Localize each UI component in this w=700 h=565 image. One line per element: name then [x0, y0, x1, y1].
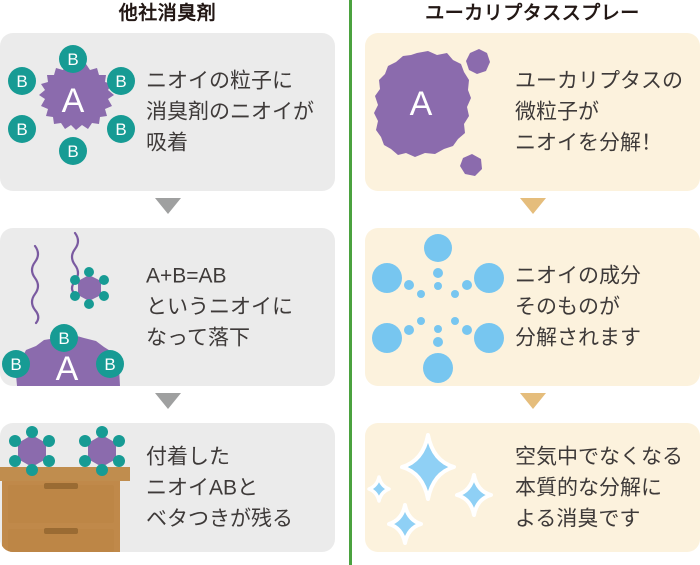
sparkle-large [400, 433, 456, 501]
blob-label-a: A [62, 82, 85, 120]
column-other-brand: 他社消臭剤 A B B [0, 0, 335, 565]
svg-text:B: B [104, 355, 115, 374]
satellite-b-upper-right: B [107, 67, 135, 95]
svg-text:B: B [16, 72, 27, 91]
sparkle-medium-left [387, 503, 423, 545]
ab-molecule-left [9, 426, 55, 476]
art-blob-a-with-b-satellites: A B B B B [0, 33, 146, 191]
odor-particle-blob-bottom [15, 334, 120, 386]
svg-text:B: B [16, 120, 27, 139]
art-blue-dots-burst [365, 228, 511, 386]
svg-text:B: B [58, 329, 69, 348]
panel-other-brand-step1: A B B B B [0, 33, 335, 191]
satellite-b-top: B [59, 45, 87, 73]
satellite-b-upper-left: B [8, 67, 36, 95]
sparkle-icons [367, 433, 493, 545]
panel-text-eucalyptus-step1: ユーカリプタスの 微粒子が ニオイを分解！ [515, 69, 683, 155]
svg-text:B: B [67, 50, 78, 69]
satellite-b-left-bottom-blob: B [2, 350, 30, 378]
art-large-purple-blob-a: A [365, 33, 511, 191]
ab-molecule-falling [70, 267, 109, 309]
satellite-b-right-bottom-blob: B [96, 350, 124, 378]
column-title-eucalyptus-spray: ユーカリプタススプレー [425, 3, 640, 24]
ab-molecule-right [79, 426, 125, 476]
sparkle-small [367, 475, 391, 503]
sparkle-medium-right [455, 473, 493, 517]
art-blue-sparkles [365, 423, 511, 552]
art-falling-ab-molecule: A B B B [0, 228, 146, 386]
arrow-other-brand-1 [155, 198, 181, 214]
panel-eucalyptus-step3: 空気中でなくなる 本質的な分解に よる消臭です [365, 423, 700, 552]
panel-text-other-brand-step1: ニオイの粒子に 消臭剤のニオイが 吸着 [146, 69, 314, 155]
svg-text:B: B [10, 355, 21, 374]
odor-particle-blob [39, 64, 114, 130]
column-title-other-brand: 他社消臭剤 [118, 3, 217, 24]
decomposed-particles [372, 234, 504, 383]
eucalyptus-particle-blob [374, 49, 490, 176]
svg-text:B: B [115, 120, 126, 139]
odor-wave-trails [30, 231, 80, 325]
panel-eucalyptus-step2: ニオイの成分 そのものが 分解されます [365, 228, 700, 386]
column-divider [349, 0, 352, 565]
dresser-furniture [0, 467, 130, 552]
art-dresser-with-ab-molecules [0, 423, 146, 552]
panel-text-other-brand-step3: 付着した ニオイABと ベタつきが残る [146, 445, 293, 530]
arrow-eucalyptus-1 [520, 198, 546, 214]
panel-text-other-brand-step2: A+B=AB というニオイに なって落下 [146, 264, 293, 350]
satellite-b-lower-left: B [8, 115, 36, 143]
panel-text-eucalyptus-step3: 空気中でなくなる 本質的な分解に よる消臭です [515, 445, 683, 530]
panel-eucalyptus-step1: A ユーカリプタスの 微粒子が ニオイを分解！ [365, 33, 700, 191]
svg-text:B: B [67, 142, 78, 161]
column-eucalyptus-spray: ユーカリプタススプレー A ユーカリプタスの 微粒子が ニオイを分解！ [365, 0, 700, 565]
satellite-b-top-bottom-blob: B [50, 324, 78, 352]
panel-other-brand-step3: 付着した ニオイABと ベタつきが残る [0, 423, 335, 552]
svg-text:B: B [115, 72, 126, 91]
panel-text-eucalyptus-step2: ニオイの成分 そのものが 分解されます [515, 264, 641, 350]
satellite-b-lower-right: B [107, 115, 135, 143]
panel-other-brand-step2: A B B B A+B=AB というニオイに なって落下 [0, 228, 335, 386]
blob-label-a-large: A [410, 85, 433, 123]
arrow-other-brand-2 [155, 393, 181, 409]
satellite-b-bottom: B [59, 137, 87, 165]
arrow-eucalyptus-2 [520, 393, 546, 409]
blob-label-a-bottom: A [56, 350, 79, 386]
